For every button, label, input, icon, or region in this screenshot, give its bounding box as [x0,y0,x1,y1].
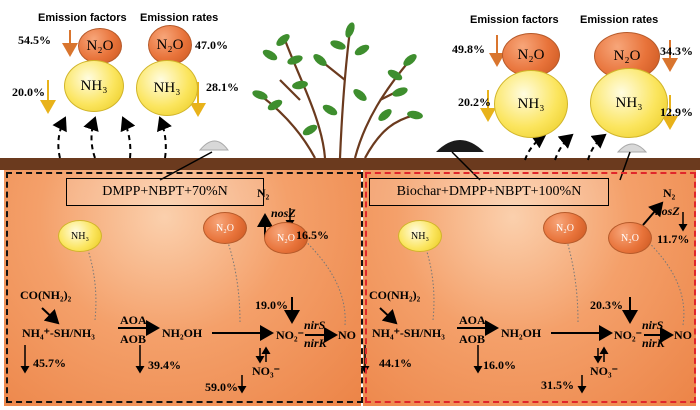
left-emission-factors-header: Emission factors [38,12,127,24]
right-emission-rates-header: Emission rates [580,14,659,26]
right-ammonium: NH₄⁺-SH/NH₃ [372,326,445,340]
right-n2o-factor-pct: 49.8% [452,42,485,56]
left-nirs-label: nirS [304,318,326,332]
left-nosz-pct: 16.5% [296,228,329,242]
left-nirk-label: nirK [304,336,327,350]
right-aob-pct: 16.0% [483,358,516,372]
fertilizer-pile-right [616,143,648,153]
right-nirk-label: nirK [642,336,665,350]
right-no2: NO₂⁻ [614,328,642,342]
right-aob-label: AOB [459,332,486,346]
left-panel-title: DMPP+NBPT+70%N [66,178,264,206]
soil-right [363,170,696,406]
biochar-pile [436,140,484,152]
left-nh2oh: NH₂OH [162,326,203,340]
right-nh3-rate-pct: 12.9% [660,105,693,119]
left-n2o-rate-pct: 47.0% [195,38,228,52]
left-n2o-ball: N₂O [203,212,247,244]
right-factor-n2o-ball: N₂O [502,33,560,77]
right-emission-factors-header: Emission factors [470,14,559,26]
left-no: NO [338,328,356,342]
right-nh3-ball: NH₃ [398,220,442,252]
left-no2-pct: 19.0% [255,298,288,312]
right-nosz-pct: 11.7% [657,232,690,246]
right-factor-nh3-ball: NH₃ [494,70,568,138]
left-emission-rates-header: Emission rates [140,12,219,24]
left-rate-n2o-ball: N₂O [148,25,192,65]
left-urea: CO(NH₂)₂ [20,288,72,302]
plant-icon [259,29,416,159]
panel-left-border [6,172,363,403]
right-panel-title: Biochar+DMPP+NBPT+100%N [369,178,609,206]
left-aob-label: AOB [120,332,147,346]
right-nh4-pct: 44.1% [379,356,412,370]
right-urea: CO(NH₂)₂ [369,288,421,302]
left-no3-pct: 59.0% [205,380,238,394]
left-nosz-label: nosZ [271,206,296,220]
left-nh3-factor-pct: 20.0% [12,85,45,99]
right-n2o-denit-ball: N₂O [608,222,652,254]
panel-right-border [365,172,696,403]
soil-surface [0,158,700,170]
left-nh4-pct: 45.7% [33,356,66,370]
left-aob-pct: 39.4% [148,358,181,372]
right-no3: NO₃⁻ [590,364,618,378]
right-nh2oh: NH₂OH [501,326,542,340]
left-nh3-ball: NH₃ [58,220,102,252]
left-nh3-rate-pct: 28.1% [206,80,239,94]
right-nirs-label: nirS [642,318,664,332]
left-no2: NO₂⁻ [276,328,304,342]
fertilizer-pile-left [198,140,229,151]
right-nosz-label: nosZ [655,204,680,218]
right-no3-pct: 31.5% [541,378,574,392]
left-n2o-factor-pct: 54.5% [18,33,51,47]
left-rate-nh3-ball: NH₃ [136,60,198,116]
left-n2o-denit-ball: N₂O [264,222,308,254]
left-factor-n2o-ball: N₂O [78,28,122,64]
soil-left [4,170,361,406]
right-rate-nh3-ball: NH₃ [590,68,668,138]
right-n2: N₂ [663,186,676,200]
left-no3: NO₃⁻ [252,364,280,378]
right-no2-pct: 20.3% [590,298,623,312]
left-ammonium: NH₄⁺-SH/NH₃ [22,326,95,340]
right-nh3-factor-pct: 20.2% [458,95,491,109]
right-n2o-ball: N₂O [543,212,587,244]
left-n2: N₂ [257,186,270,200]
right-n2o-rate-pct: 34.3% [660,44,693,58]
left-aoa-label: AOA [120,313,147,327]
right-aoa-label: AOA [459,313,486,327]
right-no: NO [674,328,692,342]
plant-leaves [252,22,423,136]
left-factor-nh3-ball: NH₃ [64,60,124,112]
